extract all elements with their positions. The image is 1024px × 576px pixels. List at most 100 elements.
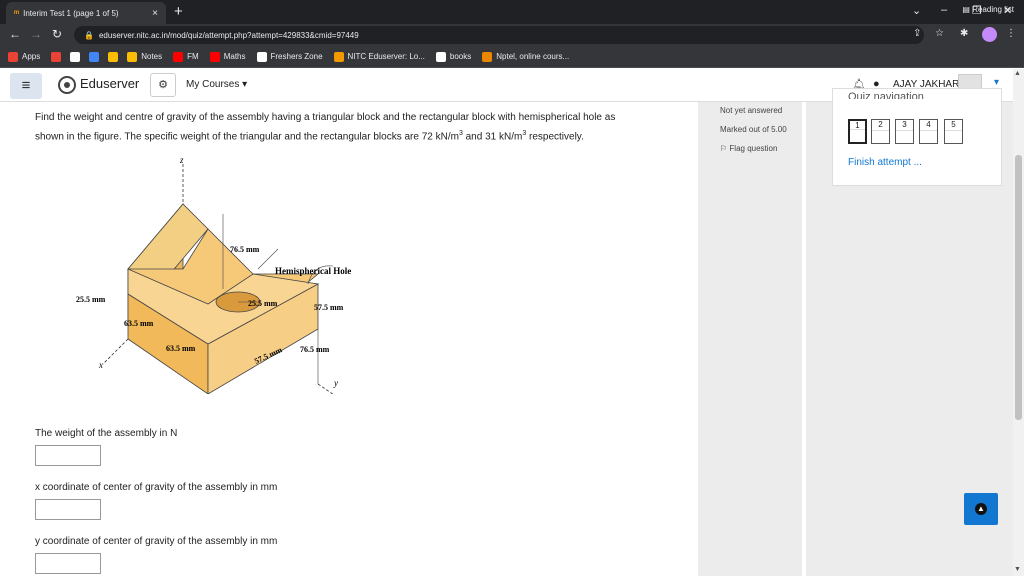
bookmark-item[interactable]: Maths — [209, 51, 246, 62]
bookmark-item[interactable]: FM — [173, 51, 199, 62]
address-bar-row: ← → ↻ 🔒 eduserver.nitc.ac.in/mod/quiz/at… — [0, 24, 1024, 46]
quiz-nav-button-3[interactable]: 3 — [895, 119, 914, 144]
close-window-icon[interactable]: ✕ — [1003, 5, 1013, 17]
bookmark-item[interactable] — [89, 51, 103, 62]
quiz-nav-button-1[interactable]: 1 — [848, 119, 867, 144]
weight-input[interactable] — [35, 445, 101, 466]
restore-icon[interactable]: ❐ — [972, 5, 982, 17]
minimize-icon[interactable]: – — [941, 4, 948, 16]
my-courses-menu[interactable]: My Courses ▾ — [186, 79, 248, 90]
scrollbar-thumb[interactable] — [1015, 155, 1022, 420]
x-cg-label: x coordinate of center of gravity of the… — [35, 482, 278, 493]
hamburger-icon: ≡ — [21, 77, 31, 94]
site-logo-icon[interactable] — [58, 76, 76, 94]
hole-label: Hemispherical Hole — [275, 266, 351, 276]
reading-list-button[interactable]: ▤ Reading list — [962, 5, 1014, 14]
bookmark-favicon-icon — [256, 51, 267, 62]
reload-icon[interactable]: ↻ — [52, 27, 63, 41]
dim-label-d5: 63.5 mm — [124, 319, 154, 328]
site-name[interactable]: Eduserver — [80, 76, 140, 91]
assembly-figure: z x y 76.5 mm Hemispherical Hole 25.5 mm… — [76, 155, 351, 394]
question-content: Find the weight and centre of gravity of… — [22, 102, 698, 576]
bookmark-favicon-icon — [173, 51, 184, 62]
tab-search-icon[interactable]: ⌄ — [912, 5, 922, 17]
back-to-top-button[interactable]: ▲ — [964, 493, 998, 525]
gear-icon: ⚙ — [158, 79, 168, 91]
bookmark-favicon-icon — [70, 51, 81, 62]
bookmark-favicon-icon — [89, 51, 100, 62]
forward-icon[interactable]: → — [30, 27, 42, 41]
flag-question-link[interactable]: ⚐ Flag question — [720, 144, 778, 153]
back-icon[interactable]: ← — [9, 27, 21, 41]
dim-label-d4: 57.5 mm — [314, 303, 344, 312]
bookmark-item[interactable]: Freshers Zone — [256, 51, 323, 62]
x-cg-input[interactable] — [35, 499, 101, 520]
axis-label-y: y — [333, 378, 338, 388]
menu-toggle-button[interactable]: ≡ — [10, 73, 42, 99]
hole-leader-line — [257, 248, 279, 270]
user-name[interactable]: AJAY JAKHAR — [893, 79, 960, 90]
quiz-navigation-title: Quiz navigation — [848, 91, 924, 99]
weight-label: The weight of the assembly in N — [35, 428, 178, 439]
tab-close-icon[interactable]: × — [152, 7, 158, 19]
dim-label-d8: 76.5 mm — [300, 345, 330, 354]
bookmark-favicon-icon — [482, 51, 493, 62]
axis-label-z: z — [179, 155, 184, 165]
bookmark-star-icon[interactable]: ☆ — [935, 28, 944, 39]
browser-tab-strip: ᵐ Interim Test 1 (page 1 of 5) × + ⌄ – ❐… — [0, 0, 1024, 24]
bookmark-item[interactable]: books — [435, 51, 471, 62]
moodle-favicon-icon: ᵐ — [14, 8, 20, 18]
quiz-nav-button-5[interactable]: 5 — [944, 119, 963, 144]
dim-label-d6: 63.5 mm — [166, 344, 196, 353]
question-status: Not yet answered — [720, 106, 783, 115]
scroll-down-icon[interactable]: ▼ — [1014, 566, 1021, 573]
quiz-navigation-block: Quiz navigation 1 2 3 4 5 Finish attempt… — [832, 88, 1002, 186]
lock-icon: 🔒 — [84, 30, 94, 40]
finish-attempt-link[interactable]: Finish attempt ... — [848, 157, 922, 168]
messages-icon[interactable]: ● — [873, 78, 880, 90]
dim-label-d2: 25.5 mm — [76, 295, 106, 304]
url-text: eduserver.nitc.ac.in/mod/quiz/attempt.ph… — [98, 30, 359, 40]
bookmark-item[interactable] — [108, 51, 122, 62]
bookmark-item[interactable]: Apps — [8, 51, 40, 62]
bookmark-favicon-icon — [333, 51, 344, 62]
url-field[interactable]: 🔒 eduserver.nitc.ac.in/mod/quiz/attempt.… — [74, 26, 924, 44]
bookmark-favicon-icon — [51, 51, 62, 62]
bookmark-item[interactable] — [51, 51, 65, 62]
question-text: Find the weight and centre of gravity of… — [35, 112, 616, 143]
new-tab-button[interactable]: + — [174, 3, 183, 20]
bookmark-favicon-icon — [8, 51, 18, 62]
bookmark-favicon-icon — [127, 51, 138, 62]
x-axis-line — [102, 338, 129, 365]
reading-list-icon: ▤ — [962, 5, 973, 14]
extensions-icon[interactable]: ✱ — [960, 28, 969, 39]
tab-title: Interim Test 1 (page 1 of 5) — [23, 8, 119, 18]
bookmark-favicon-icon — [435, 51, 446, 62]
flag-icon: ⚐ — [720, 144, 730, 153]
quiz-nav-button-4[interactable]: 4 — [919, 119, 938, 144]
share-icon[interactable]: ⇪ — [913, 28, 922, 39]
menu-dots-icon[interactable]: ⋮ — [1006, 28, 1016, 39]
bookmark-favicon-icon — [209, 51, 220, 62]
y-cg-input[interactable] — [35, 553, 101, 574]
question-marks: Marked out of 5.00 — [720, 125, 787, 134]
scroll-up-icon[interactable]: ▲ — [1014, 70, 1021, 77]
bookmark-item[interactable]: Notes — [127, 51, 162, 62]
dim-label-d3: 25.5 mm — [248, 299, 278, 308]
quiz-nav-button-2[interactable]: 2 — [871, 119, 890, 144]
question-info-panel — [698, 102, 802, 576]
settings-button[interactable]: ⚙ — [150, 73, 176, 97]
dim-arc — [307, 265, 334, 285]
arrow-up-icon: ▲ — [975, 503, 987, 515]
bookmark-item[interactable] — [70, 51, 84, 62]
axis-label-x: x — [98, 360, 103, 370]
browser-tab[interactable]: ᵐ Interim Test 1 (page 1 of 5) × — [6, 2, 166, 24]
chevron-down-icon: ▾ — [242, 79, 248, 90]
bookmark-item[interactable]: NITC Eduserver: Lo... — [333, 51, 425, 62]
bookmark-favicon-icon — [108, 51, 119, 62]
profile-avatar-icon[interactable] — [982, 27, 997, 42]
user-menu-chevron-icon[interactable]: ▾ — [994, 77, 1000, 88]
dim-label-d1: 76.5 mm — [230, 245, 260, 254]
bookmark-item[interactable]: Nptel, online cours... — [482, 51, 569, 62]
bookmarks-bar: Apps Notes FM Maths Freshers Zone NITC Eduser… — [0, 46, 1024, 68]
